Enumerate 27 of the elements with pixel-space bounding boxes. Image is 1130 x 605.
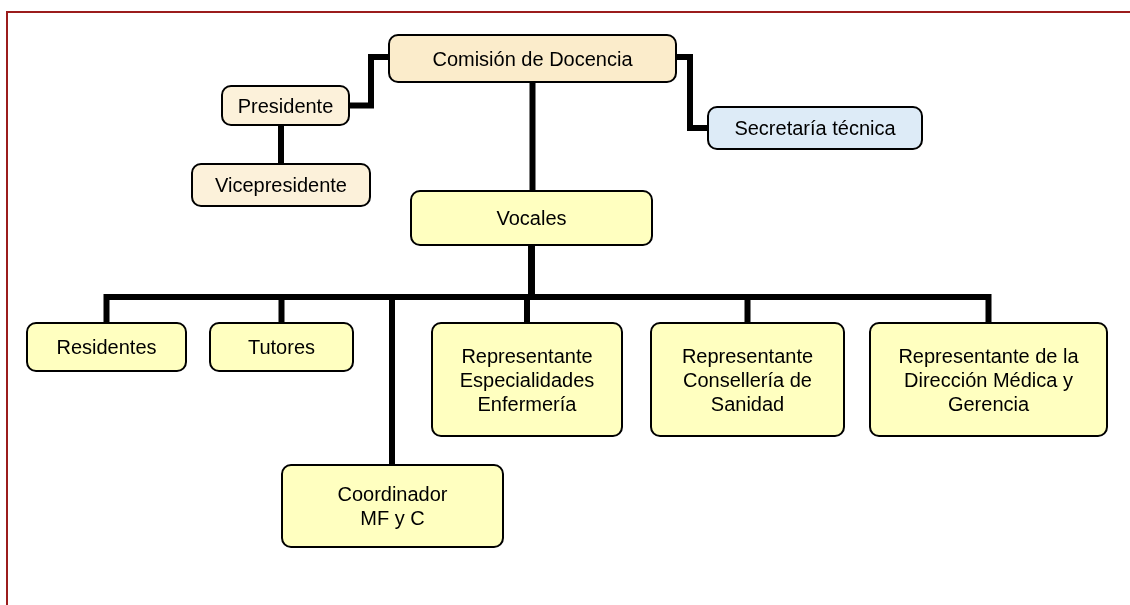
- connector-line: [350, 54, 388, 109]
- org-box: [431, 322, 623, 437]
- org-box: [388, 34, 677, 83]
- box-label: Presidente: [237, 93, 334, 118]
- connector-line: [529, 83, 536, 190]
- org-box: [410, 190, 653, 246]
- org-box: [707, 106, 923, 150]
- box-label: Secretaría técnica: [734, 116, 896, 140]
- box-label: Comisión de Docencia: [432, 46, 633, 71]
- box-label: Coordinador MF y C: [336, 482, 449, 530]
- box-label: Residentes: [56, 335, 157, 359]
- org-box: [209, 322, 354, 372]
- org-box: [281, 464, 504, 548]
- box-label: Representante Especialidades Enfermería: [458, 343, 596, 416]
- box-label: Vicepresidente: [215, 173, 347, 197]
- connector-line: [278, 126, 284, 163]
- org-box: [221, 85, 350, 126]
- connector-line: [528, 246, 992, 322]
- connector-line: [677, 54, 707, 131]
- org-box: [869, 322, 1108, 437]
- box-label: Tutores: [247, 335, 316, 359]
- box-label: Representante de la Dirección Médica y Gerencia: [897, 343, 1080, 416]
- org-box: [191, 163, 371, 207]
- box-label: Representante Consellería de Sanidad: [680, 343, 815, 416]
- box-label: Vocales: [496, 206, 567, 230]
- org-box: [650, 322, 845, 437]
- org-box: [26, 322, 187, 372]
